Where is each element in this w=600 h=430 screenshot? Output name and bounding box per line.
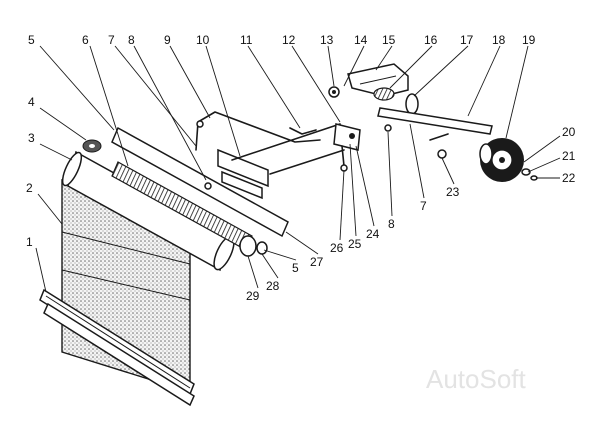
guide-bar xyxy=(111,126,289,238)
label-7-right: 7 xyxy=(420,199,427,213)
label-23: 23 xyxy=(446,185,460,199)
label-25: 25 xyxy=(348,237,362,251)
leader-lines xyxy=(35,45,561,293)
bracket xyxy=(217,148,269,200)
label-8-right: 8 xyxy=(388,217,395,231)
label-3: 3 xyxy=(28,131,35,145)
label-7: 7 xyxy=(108,33,115,47)
label-15: 15 xyxy=(382,33,396,47)
callout-labels: 1 2 3 4 5 6 7 8 9 10 11 12 13 14 15 16 1… xyxy=(26,33,576,303)
label-9: 9 xyxy=(164,33,171,47)
label-4: 4 xyxy=(28,95,35,109)
label-28: 28 xyxy=(266,279,280,293)
label-11: 11 xyxy=(240,33,253,47)
small-screw xyxy=(204,124,392,190)
label-13: 13 xyxy=(320,33,334,47)
handwheel-washer xyxy=(521,168,538,181)
washer xyxy=(82,139,102,153)
shaft-disc xyxy=(405,93,419,115)
label-2: 2 xyxy=(26,181,33,195)
torsion-spring xyxy=(373,87,395,101)
label-27: 27 xyxy=(310,255,324,269)
label-19: 19 xyxy=(522,33,536,47)
blind-roller xyxy=(61,150,235,272)
label-29: 29 xyxy=(246,289,260,303)
label-22: 22 xyxy=(562,171,576,185)
shaft-bolt xyxy=(437,149,447,159)
label-26: 26 xyxy=(330,241,344,255)
label-12: 12 xyxy=(282,33,296,47)
label-5: 5 xyxy=(28,33,35,47)
cable-hook xyxy=(289,127,317,135)
label-5-lower: 5 xyxy=(292,261,299,275)
label-8: 8 xyxy=(128,33,135,47)
label-18: 18 xyxy=(492,33,506,47)
drive-shaft xyxy=(377,107,493,141)
label-16: 16 xyxy=(424,33,438,47)
blind-bottom-bar xyxy=(39,288,195,407)
label-10: 10 xyxy=(196,33,210,47)
roller-end-bushing xyxy=(239,235,268,257)
label-24: 24 xyxy=(366,227,380,241)
label-21: 21 xyxy=(562,149,576,163)
bracket-nut xyxy=(328,86,340,98)
mounting-bracket xyxy=(347,63,409,97)
label-20: 20 xyxy=(562,125,576,139)
watermark-text: AutoSoft xyxy=(426,364,527,394)
label-6: 6 xyxy=(82,33,89,47)
handwheel xyxy=(479,138,524,182)
label-14: 14 xyxy=(354,33,368,47)
control-rod xyxy=(195,111,345,175)
label-17: 17 xyxy=(460,33,474,47)
label-1: 1 xyxy=(26,235,33,249)
